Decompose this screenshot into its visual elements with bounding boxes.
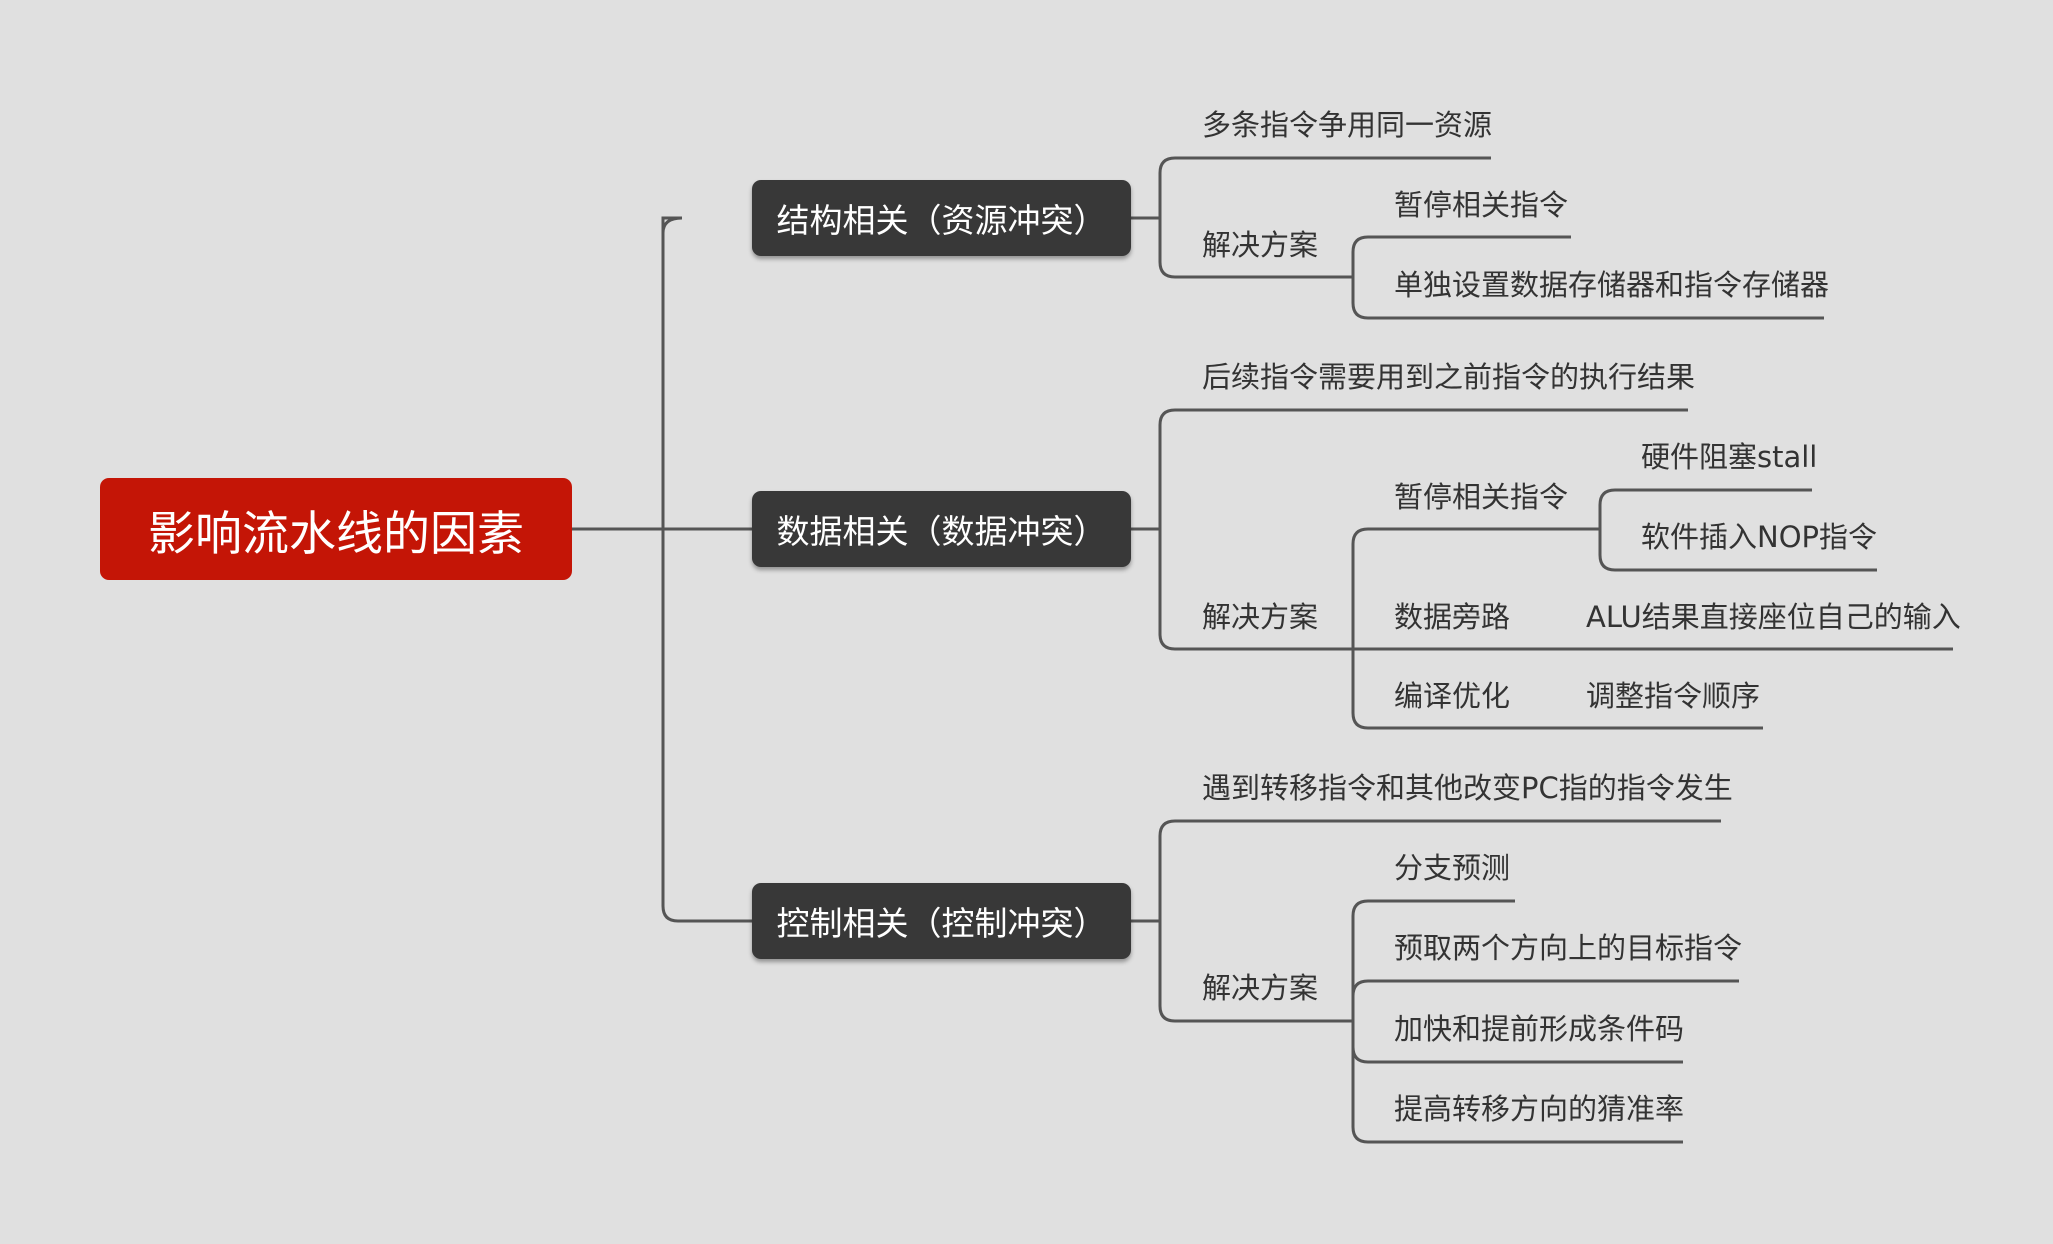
- sub-solution-node[interactable]: ALU结果直接座位自己的输入: [1586, 600, 1961, 634]
- branch-label: 控制相关（控制冲突）: [776, 904, 1107, 943]
- connector: [1351, 1021, 1683, 1144]
- connector: [1351, 527, 1600, 649]
- solution-node[interactable]: 暂停相关指令: [1394, 480, 1569, 514]
- connector: [1131, 156, 1491, 220]
- solution-node[interactable]: 预取两个方向上的目标指令: [1394, 931, 1743, 965]
- connector: [1351, 979, 1739, 1021]
- connector: [1158, 529, 1353, 651]
- connector: [1131, 819, 1721, 923]
- connector: [1351, 899, 1515, 1021]
- connector: [1158, 218, 1353, 279]
- solution-label-node[interactable]: 解决方案: [1202, 600, 1319, 634]
- connector: [1351, 649, 1763, 730]
- solution-node[interactable]: 数据旁路: [1394, 600, 1511, 634]
- connector: [1351, 235, 1571, 277]
- cause-node[interactable]: 遇到转移指令和其他改变PC指的指令发生: [1202, 771, 1733, 805]
- connector: [1598, 529, 1877, 572]
- branch-control-hazard[interactable]: 控制相关（控制冲突）: [752, 883, 1131, 959]
- solution-label-node[interactable]: 解决方案: [1202, 971, 1319, 1005]
- connector: [1158, 921, 1353, 1023]
- connector: [1131, 408, 1688, 531]
- sub-solution-node[interactable]: 调整指令顺序: [1586, 679, 1761, 713]
- cause-node[interactable]: 后续指令需要用到之前指令的执行结果: [1202, 360, 1696, 394]
- branch-data-hazard[interactable]: 数据相关（数据冲突）: [752, 491, 1131, 567]
- connector: [661, 216, 683, 234]
- solution-node[interactable]: 分支预测: [1394, 851, 1511, 885]
- connector: [661, 216, 752, 923]
- sub-solution-node[interactable]: 软件插入NOP指令: [1641, 520, 1878, 554]
- connector: [1598, 488, 1812, 529]
- solution-node[interactable]: 提高转移方向的猜准率: [1394, 1092, 1685, 1126]
- cause-node[interactable]: 多条指令争用同一资源: [1202, 108, 1493, 142]
- branch-structural-hazard[interactable]: 结构相关（资源冲突）: [752, 180, 1131, 256]
- solution-node[interactable]: 暂停相关指令: [1394, 188, 1569, 222]
- sub-solution-node[interactable]: 硬件阻塞stall: [1641, 440, 1818, 474]
- root-label: 影响流水线的因素: [148, 506, 524, 562]
- branch-label: 结构相关（资源冲突）: [776, 201, 1107, 240]
- connector: [1351, 277, 1824, 320]
- solution-node[interactable]: 单独设置数据存储器和指令存储器: [1394, 268, 1830, 302]
- solution-node[interactable]: 加快和提前形成条件码: [1394, 1012, 1685, 1046]
- solution-label-node[interactable]: 解决方案: [1202, 228, 1319, 262]
- solution-node[interactable]: 编译优化: [1394, 679, 1511, 713]
- root-node[interactable]: 影响流水线的因素: [100, 478, 572, 580]
- branch-label: 数据相关（数据冲突）: [776, 512, 1107, 551]
